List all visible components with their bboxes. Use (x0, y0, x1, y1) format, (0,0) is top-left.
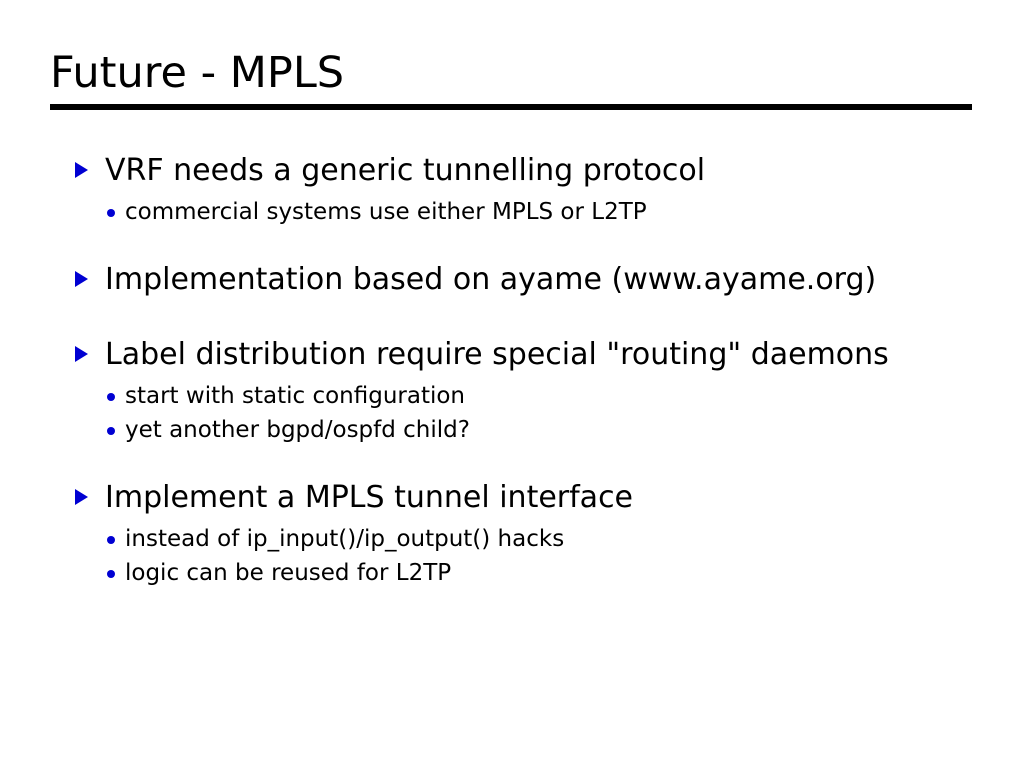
bullet-level2: start with static configuration (0, 379, 1024, 413)
dot-icon (107, 570, 115, 578)
bullet-level2: logic can be reused for L2TP (0, 556, 1024, 590)
sub-bullet-list: start with static configuration yet anot… (0, 379, 1024, 447)
triangle-right-icon (75, 489, 88, 505)
bullet-level1: VRF needs a generic tunnelling protocol (0, 146, 1024, 195)
triangle-right-icon (75, 162, 88, 178)
sub-bullet-list: commercial systems use either MPLS or L2… (0, 195, 1024, 229)
bullet-level2: commercial systems use either MPLS or L2… (0, 195, 1024, 229)
sub-bullet-list: instead of ip_input()/ip_output() hacks … (0, 522, 1024, 590)
dot-icon (107, 393, 115, 401)
dot-icon (107, 536, 115, 544)
bullet-level2-text: yet another bgpd/ospfd child? (125, 417, 470, 443)
bullet-group: Implement a MPLS tunnel interface instea… (0, 473, 1024, 590)
bullet-level1: Label distribution require special "rout… (0, 330, 1024, 379)
dot-icon (107, 427, 115, 435)
page-title: Future - MPLS (50, 48, 345, 98)
bullet-level2-text: logic can be reused for L2TP (125, 560, 452, 586)
bullet-group: VRF needs a generic tunnelling protocol … (0, 146, 1024, 229)
bullet-level1: Implementation based on ayame (www.ayame… (0, 255, 1024, 304)
bullet-level2-text: commercial systems use either MPLS or L2… (125, 199, 647, 225)
bullet-group: Label distribution require special "rout… (0, 330, 1024, 447)
bullet-level2: yet another bgpd/ospfd child? (0, 413, 1024, 447)
slide-body: VRF needs a generic tunnelling protocol … (0, 146, 1024, 590)
bullet-level2-text: instead of ip_input()/ip_output() hacks (125, 526, 565, 552)
dot-icon (107, 209, 115, 217)
title-block: Future - MPLS (50, 48, 972, 110)
triangle-right-icon (75, 271, 88, 287)
bullet-level2: instead of ip_input()/ip_output() hacks (0, 522, 1024, 556)
triangle-right-icon (75, 346, 88, 362)
bullet-level1-text: Label distribution require special "rout… (105, 337, 889, 372)
bullet-level1: Implement a MPLS tunnel interface (0, 473, 1024, 522)
bullet-level1-text: VRF needs a generic tunnelling protocol (105, 153, 706, 188)
bullet-level2-text: start with static configuration (125, 383, 466, 409)
title-divider (50, 104, 972, 110)
bullet-level1-text: Implement a MPLS tunnel interface (105, 480, 634, 515)
bullet-group: Implementation based on ayame (www.ayame… (0, 255, 1024, 304)
bullet-level1-text: Implementation based on ayame (www.ayame… (105, 262, 877, 297)
